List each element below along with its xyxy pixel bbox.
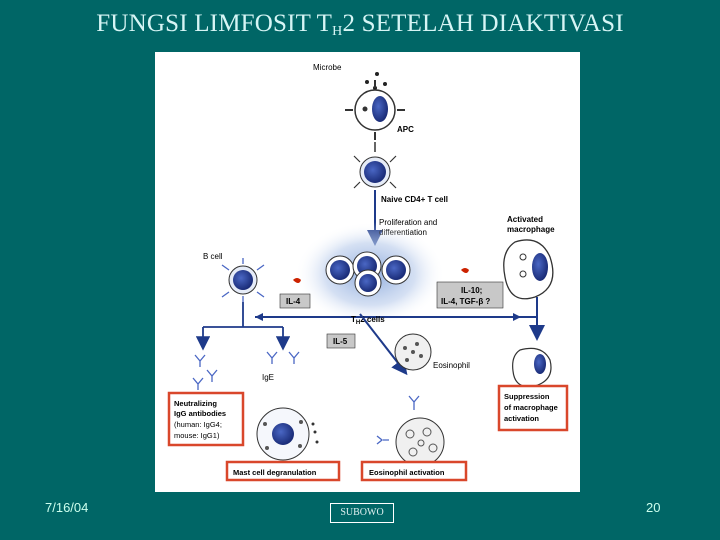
naive-t-cell-label: Naive CD4+ T cell [381, 195, 448, 204]
th2-cell-cluster [325, 251, 411, 297]
il10-label-1: IL-10; [461, 286, 482, 295]
il4-label: IL-4 [286, 297, 301, 306]
eosinophil-activation-label: Eosinophil activation [369, 468, 445, 477]
neutralizing-label-1: Neutralizing [174, 399, 217, 408]
b-cell-label: B cell [203, 252, 223, 261]
il4-box [279, 293, 311, 309]
suppressed-macrophage [512, 347, 552, 388]
mast-cell-degranulation-label: Mast cell degranulation [233, 468, 317, 477]
activated-macrophage [503, 239, 554, 300]
diagram-panel: Microbe APC Naive CD4+ T cell Proliferat… [155, 52, 580, 492]
mast-cell [256, 407, 319, 461]
apc-cell [345, 80, 405, 140]
neutralizing-label-2: IgG antibodies [174, 409, 226, 418]
suppression-label-3: activation [504, 414, 539, 423]
antibody-icons-left [192, 354, 218, 390]
th2-cell [325, 255, 355, 285]
th2-cells-label: TH2 cells [351, 315, 385, 326]
activated-macrophage-label-1: Activated [507, 215, 543, 224]
footer-date: 7/16/04 [45, 500, 89, 515]
th2-cell [381, 255, 411, 285]
il10-box [436, 281, 504, 309]
il4-cytokine-icon [293, 278, 301, 283]
activated-eosinophil [376, 417, 445, 467]
suppression-label-1: Suppression [504, 392, 550, 401]
il10-label-2: IL-4, TGF-β ? [441, 297, 490, 306]
eosinophil-label: Eosinophil [433, 361, 470, 370]
il5-label: IL-5 [333, 337, 348, 346]
footer-page-number: 20 [646, 500, 661, 515]
th2-function-diagram: Microbe APC Naive CD4+ T cell Proliferat… [167, 63, 569, 482]
il10-cytokine-icon [461, 268, 469, 273]
activated-macrophage-label-2: macrophage [507, 225, 555, 234]
proliferation-label-1: Proliferation and [379, 218, 437, 227]
suppression-box [497, 384, 569, 432]
mast-cell-degranulation-box [225, 460, 341, 482]
neutralizing-label-3: (human: IgG4; [174, 420, 222, 429]
th2-cell [354, 269, 382, 297]
naive-t-cell [353, 155, 397, 189]
eosinophil-cell [394, 333, 432, 371]
footer-author: SUBOWO [330, 503, 394, 523]
eosinophil-antibody-icon [408, 395, 420, 410]
microbe-label: Microbe [313, 63, 342, 72]
suppression-label-2: of macrophage [504, 403, 558, 412]
neutralizing-label-4: mouse: IgG1) [174, 431, 220, 440]
b-cell [221, 258, 265, 302]
ige-antibody-icons [266, 351, 300, 364]
apc-label: APC [397, 125, 414, 134]
il5-box [326, 333, 356, 349]
slide-title: FUNGSI LIMFOSIT TH2 SETELAH DIAKTIVASI [96, 10, 624, 39]
ige-label: IgE [262, 373, 274, 382]
neutralizing-igg-box [167, 391, 245, 447]
eosinophil-activation-box [360, 460, 468, 482]
